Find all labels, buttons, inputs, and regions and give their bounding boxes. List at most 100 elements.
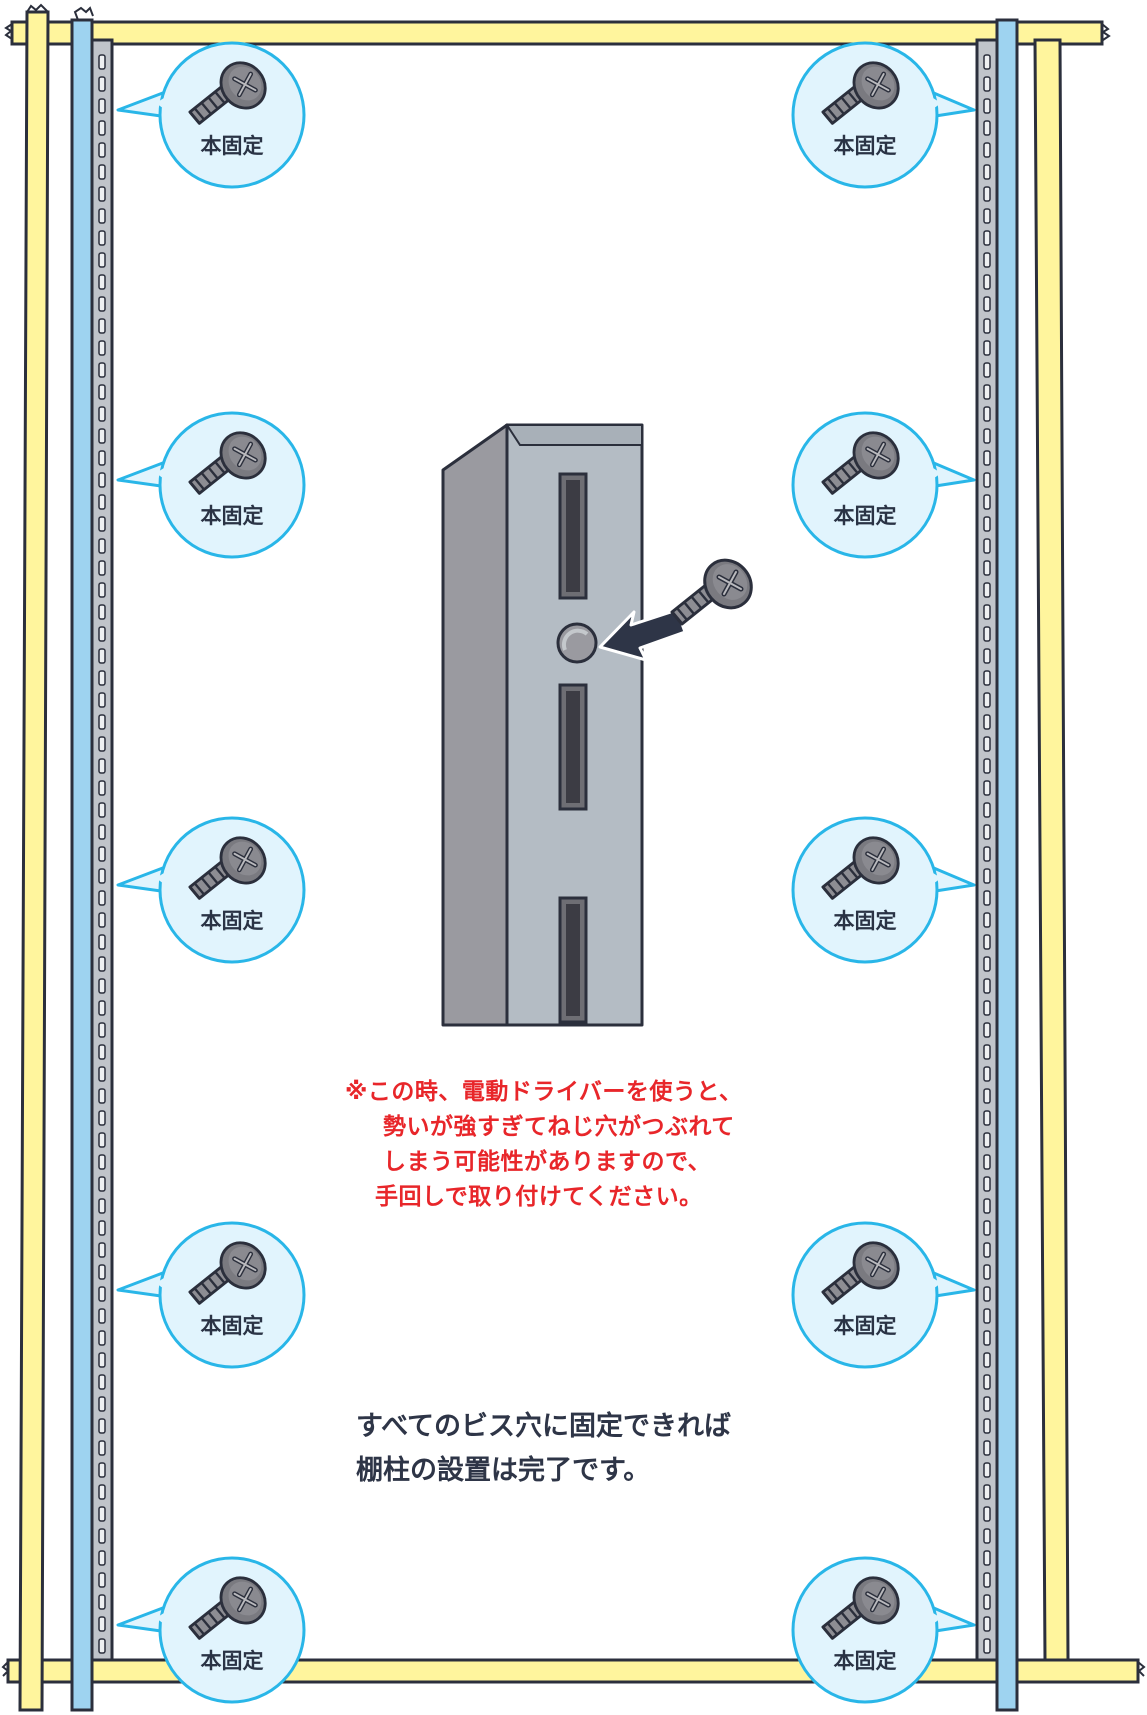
- post-slot: [983, 648, 991, 664]
- post-slot: [98, 450, 106, 466]
- completion-line-2: 棚柱の設置は完了です。: [356, 1455, 651, 1486]
- post-slot: [983, 1550, 991, 1566]
- post-slot: [983, 1132, 991, 1148]
- post-slot: [983, 1110, 991, 1126]
- post-slot: [98, 1022, 106, 1038]
- post-slot: [983, 1242, 991, 1258]
- post-slot: [983, 208, 991, 224]
- post-slot: [983, 538, 991, 554]
- post-slot: [983, 956, 991, 972]
- callout-left-4: 本固定: [116, 1221, 306, 1369]
- post-slot: [983, 120, 991, 136]
- post-slot: [98, 142, 106, 158]
- post-slot: [98, 296, 106, 312]
- post-slot: [983, 1374, 991, 1390]
- post-slot: [983, 1044, 991, 1060]
- post-slot: [983, 1022, 991, 1038]
- post-slot: [98, 1352, 106, 1368]
- caution-note-line-3: しまう可能性がありますので、: [383, 1149, 712, 1175]
- post-slot: [983, 890, 991, 906]
- post-slot: [983, 1440, 991, 1456]
- callout-left-1: 本固定: [116, 41, 306, 189]
- caution-note: ※この時、電動ドライバーを使うと、 勢いが強すぎてねじ穴がつぶれて しまう可能性…: [345, 1075, 815, 1215]
- post-slot: [98, 1176, 106, 1192]
- post-slot: [98, 582, 106, 598]
- post-slot: [983, 98, 991, 114]
- post-slot: [983, 1616, 991, 1632]
- post-slot: [98, 692, 106, 708]
- post-slot: [98, 538, 106, 554]
- post-slot: [983, 802, 991, 818]
- post-slot: [98, 978, 106, 994]
- post-slot: [98, 670, 106, 686]
- post-slot: [983, 824, 991, 840]
- post-slot: [98, 384, 106, 400]
- post-slot: [98, 824, 106, 840]
- post-slot: [983, 1506, 991, 1522]
- post-slot: [983, 604, 991, 620]
- fix-label: 本固定: [834, 1314, 897, 1338]
- fix-label: 本固定: [201, 1649, 264, 1673]
- post-slot: [98, 1088, 106, 1104]
- post-slot: [98, 428, 106, 444]
- post-slot: [98, 1044, 106, 1060]
- completion-line-1: すべてのビス穴に固定できれば: [356, 1411, 732, 1442]
- fix-label: 本固定: [834, 504, 897, 528]
- post-slot: [98, 340, 106, 356]
- post-slot: [98, 604, 106, 620]
- post-slot: [98, 1154, 106, 1170]
- post-slot: [98, 846, 106, 862]
- post-slot: [98, 648, 106, 664]
- post-slot: [983, 670, 991, 686]
- fixing-callouts: 本固定本固定本固定本固定本固定本固定本固定本固定本固定本固定: [116, 41, 976, 1704]
- post-slot: [98, 1594, 106, 1610]
- post-slot: [983, 230, 991, 246]
- post-slot: [98, 1110, 106, 1126]
- post-slot: [98, 560, 106, 576]
- post-slot: [98, 494, 106, 510]
- caution-note-line-4: 手回しで取り付けてください。: [375, 1184, 703, 1210]
- post-slot: [98, 1330, 106, 1346]
- post-slot: [983, 692, 991, 708]
- post-slot: [983, 1176, 991, 1192]
- callout-right-3: 本固定: [791, 816, 976, 964]
- post-slot: [98, 1220, 106, 1236]
- post-slot: [98, 1066, 106, 1082]
- post-slot: [983, 362, 991, 378]
- post-slot: [98, 1286, 106, 1302]
- post-slot: [983, 978, 991, 994]
- callout-right-2: 本固定: [791, 411, 976, 559]
- post-slot: [98, 208, 106, 224]
- post-slot: [98, 1308, 106, 1324]
- callout-right-5: 本固定: [791, 1556, 976, 1704]
- post-slot: [98, 252, 106, 268]
- post-closeup: [441, 423, 761, 1027]
- post-slot: [98, 1440, 106, 1456]
- post-slot: [98, 1374, 106, 1390]
- post-slot: [983, 714, 991, 730]
- post-slot: [983, 1572, 991, 1588]
- post-slot: [98, 934, 106, 950]
- post-slot: [983, 1220, 991, 1236]
- post-slot: [98, 472, 106, 488]
- post-slot: [983, 1000, 991, 1016]
- fix-label: 本固定: [201, 504, 264, 528]
- fix-label: 本固定: [834, 134, 897, 158]
- screw-hole: [556, 622, 598, 664]
- post-slot: [983, 516, 991, 532]
- post-slot: [98, 1242, 106, 1258]
- post-slot: [98, 1550, 106, 1566]
- post-slot: [983, 472, 991, 488]
- fix-label: 本固定: [201, 134, 264, 158]
- post-slot: [98, 1638, 106, 1654]
- post-slot: [98, 1506, 106, 1522]
- post-slot: [983, 1264, 991, 1280]
- post-slot: [983, 1484, 991, 1500]
- post-slot: [98, 1000, 106, 1016]
- post-slot: [983, 186, 991, 202]
- post-slot: [98, 516, 106, 532]
- post-slot: [983, 450, 991, 466]
- post-slot: [983, 758, 991, 774]
- fix-label: 本固定: [201, 1314, 264, 1338]
- post-slot: [983, 846, 991, 862]
